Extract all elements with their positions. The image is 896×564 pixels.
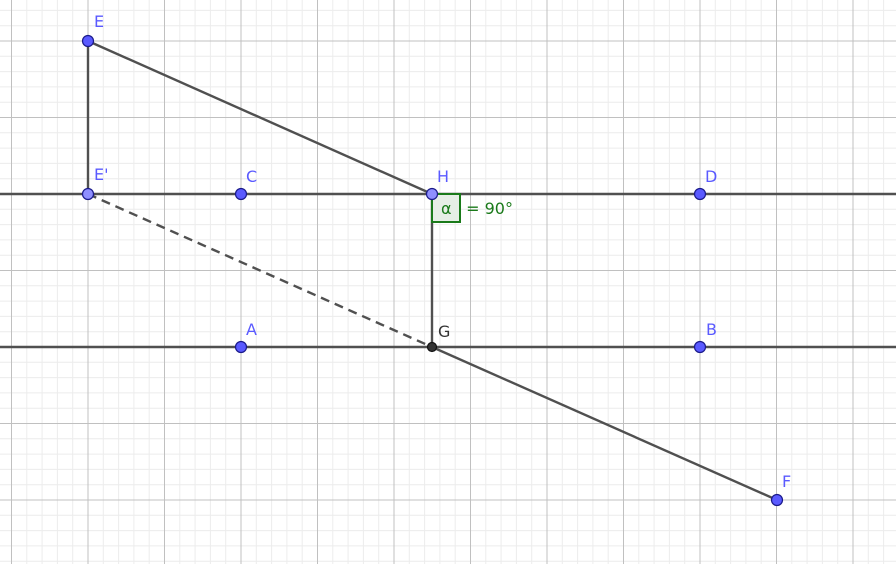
point-H-dot[interactable] <box>425 187 439 201</box>
point-C-dot[interactable] <box>234 187 248 201</box>
point-E-dot[interactable] <box>81 34 95 48</box>
right-angle-box <box>431 193 461 223</box>
point-C[interactable]: C <box>234 167 258 201</box>
point-E1-dot[interactable] <box>81 187 95 201</box>
point-G-dot[interactable] <box>426 341 438 353</box>
point-B-dot[interactable] <box>693 340 707 354</box>
point-F-dot[interactable] <box>770 493 784 507</box>
point-G-label: G <box>438 322 450 341</box>
angle-symbol: α <box>441 199 452 218</box>
segment-G-F[interactable] <box>431 345 778 502</box>
point-H-label: H <box>437 167 449 186</box>
points-layer: E E' C H D A G B F <box>81 12 792 507</box>
point-D-label: D <box>705 167 717 186</box>
point-B[interactable]: B <box>693 320 717 354</box>
right-angle-marker: α = 90° <box>431 193 513 223</box>
point-D[interactable]: D <box>693 167 718 201</box>
point-A[interactable]: A <box>234 320 258 354</box>
point-E1[interactable]: E' <box>81 165 109 201</box>
point-E1-label: E' <box>94 165 109 184</box>
angle-value: = 90° <box>461 199 513 218</box>
point-B-label: B <box>706 320 717 339</box>
point-D-dot[interactable] <box>693 187 707 201</box>
point-C-label: C <box>246 167 257 186</box>
point-G[interactable]: G <box>426 322 451 353</box>
segment-Eprime-G[interactable] <box>87 192 433 349</box>
segments-layer <box>86 39 778 502</box>
point-E-label: E <box>94 12 104 31</box>
point-H[interactable]: H <box>425 167 450 201</box>
point-A-dot[interactable] <box>234 340 248 354</box>
point-F[interactable]: F <box>770 472 792 507</box>
point-A-label: A <box>246 320 257 339</box>
point-F-label: F <box>782 472 791 491</box>
segment-E-H[interactable] <box>87 39 433 196</box>
point-E[interactable]: E <box>81 12 105 48</box>
